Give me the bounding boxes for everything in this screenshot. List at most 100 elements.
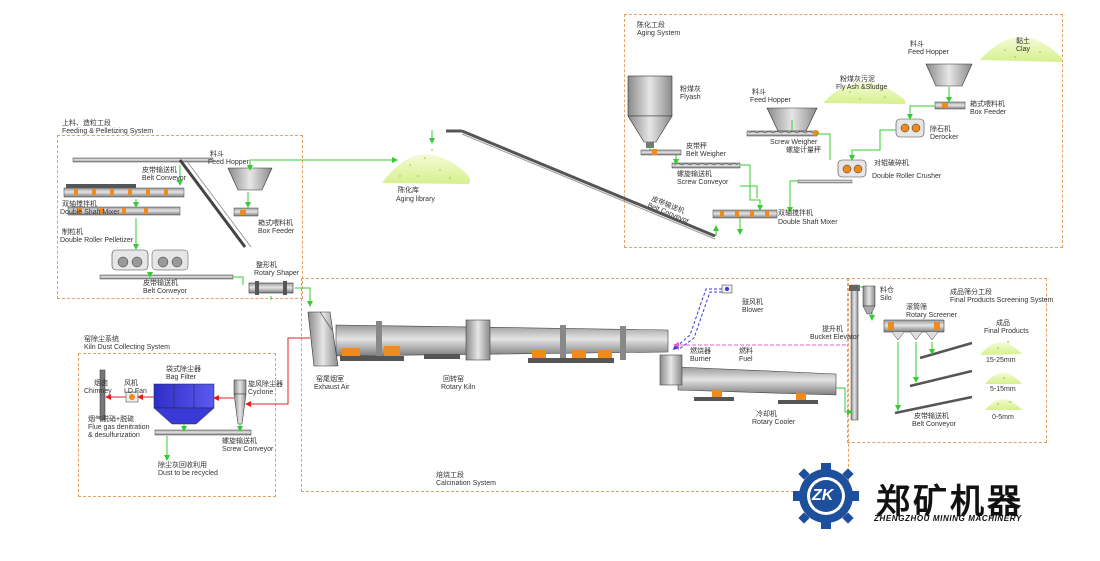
screw-weigher-shape (746, 130, 819, 137)
bag-filter-shape (153, 383, 215, 425)
double-roller-crusher-label-cn: 对辊破碎机 (874, 160, 909, 167)
size-15-25-label: 15-25mm (986, 357, 1016, 364)
kiln-inlet-shape (307, 311, 339, 367)
blower-label-en: Blower (742, 307, 764, 314)
screening-section-title-cn: 成品筛分工段 (950, 289, 992, 296)
feed-hopper-left-label-cn: 料斗 (210, 151, 224, 158)
flue-gas-label-en1: Flue gas denitration (88, 424, 150, 431)
dust-section-title-en: Kiln Dust Collecting System (84, 344, 170, 351)
bucket-elevator-label-en: Bucket Elevator (810, 334, 860, 341)
fuel-label-cn: 燃料 (739, 348, 753, 355)
box-feeder-left-label-cn: 箱式喂料机 (258, 220, 293, 227)
size-0-5-label: 0-5mm (992, 414, 1014, 421)
bag-filter-label-en: Bag Filter (166, 374, 196, 381)
double-shaft-mixer-left-label-cn: 双轴搅拌机 (62, 201, 97, 208)
feeding-section-title-cn: 上料、造粒工段 (62, 120, 111, 127)
fly-ash-sludge-pile (823, 81, 906, 104)
box-feeder-left-shape (233, 207, 259, 217)
rotary-kiln-shape (335, 319, 669, 363)
feed-hopper-mid-label-cn: 料斗 (752, 89, 766, 96)
company-name-cn: 郑矿机器 (876, 482, 1024, 522)
clay-pile (980, 36, 1063, 62)
screw-weigher-label-en: Screw Weigher (770, 139, 818, 146)
blower-label-cn: 鼓风机 (742, 299, 763, 306)
calcination-section-title-cn: 焙烧工段 (436, 472, 464, 479)
feed-hopper-right-label-en: Feed Hopper (908, 49, 949, 56)
belt-conveyor-bottom-left-label-cn: 皮带输送机 (143, 280, 178, 287)
double-roller-pelletizer-shape (111, 249, 189, 271)
derocker-label-cn: 除石机 (930, 126, 951, 133)
double-shaft-mixer-left-label-en: Double Shaft Mixer (60, 209, 120, 216)
belt-conveyor-crusher-shape (797, 179, 853, 184)
fuel-label-en: Fuel (739, 356, 753, 363)
id-fan-label-en: I.D.Fan (124, 388, 147, 395)
feeding-section-title-en: Feeding & Pelletizing System (62, 128, 154, 135)
screw-weigher-label-cn: 螺旋计量秤 (786, 147, 821, 154)
fly-ash-sludge-label-en: Fly Ash &Sludge (836, 84, 888, 91)
derocker-shape (895, 118, 925, 138)
screening-section-title-en: Final Products Screening System (950, 297, 1054, 304)
flue-gas-label-cn: 烟气脱硝+脱硫 (88, 416, 135, 423)
screw-conveyor-aging-label-cn: 螺旋输送机 (677, 171, 712, 178)
rotary-screener-label-cn: 滚筒筛 (906, 304, 927, 311)
derocker-label-en: Derocker (930, 134, 959, 141)
final-product-piles (980, 341, 1022, 410)
id-fan-label-cn: 风机 (124, 380, 138, 387)
cyclone-label-en: Cyclone (248, 389, 274, 396)
calcination-section-title-en: Calcination System (436, 480, 496, 487)
belt-conveyor-diagonal-shape (446, 129, 716, 240)
double-shaft-mixer-right-label-en: Double Shaft Mixer (778, 219, 838, 226)
rotary-screener-label-en: Rotary Screener (906, 312, 957, 319)
screw-conveyor-aging-label-en: Screw Conveyor (677, 179, 729, 186)
belt-conveyor-bottom-left-shape (99, 274, 234, 280)
rotary-cooler-shape (659, 354, 837, 404)
silo-shape (862, 285, 876, 315)
size-5-15-label: 5-15mm (990, 386, 1016, 393)
pelletizer-label-en: Double Roller Pelletizer (60, 237, 134, 244)
company-name-en: ZHENGZHOU MINING MACHINERY (874, 514, 1022, 523)
box-feeder-left-label-en: Box Feeder (258, 228, 295, 235)
screw-conveyor-dust-label-en: Screw Conveyor (222, 446, 274, 453)
burner-label-en: Burner (690, 356, 712, 363)
zk-logo-icon (793, 463, 859, 529)
chimney-label-cn: 烟囱 (94, 380, 108, 387)
rotary-kiln-label-en: Rotary Kiln (441, 384, 476, 391)
bucket-elevator-label-cn: 提升机 (822, 326, 843, 333)
clay-label-en: Clay (1016, 46, 1031, 53)
double-shaft-mixer-right-shape (712, 209, 778, 219)
box-feeder-right-label-cn: 箱式喂料机 (970, 101, 1005, 108)
rotary-screener-shape (883, 319, 945, 341)
feed-hopper-left-shape (227, 167, 273, 191)
aging-section-title-cn: 陈化工段 (637, 22, 665, 29)
belt-weigher-shape (640, 149, 682, 156)
flyash-label-cn: 粉煤灰 (680, 86, 701, 93)
feed-hopper-left-label-en: Feed Hopper (208, 159, 249, 166)
belt-weigher-label-cn: 皮带秤 (686, 143, 707, 150)
screw-conveyor-dust-shape (154, 429, 252, 436)
feed-hopper-mid-label-en: Feed Hopper (750, 97, 791, 104)
cyclone-label-cn: 旋风除尘器 (248, 381, 283, 388)
rotary-shaper-shape (248, 281, 294, 295)
dust-recycled-label-cn: 除尘灰回收利用 (158, 462, 207, 469)
cyclone-shape (233, 379, 247, 425)
calcination-section-border (301, 278, 849, 492)
rotary-cooler-label-en: Rotary Cooler (752, 419, 796, 426)
logo-mark: ZK (812, 487, 834, 504)
aging-section-border (624, 14, 1063, 248)
aging-library-pile (382, 149, 470, 184)
pelletizer-label-cn: 制粒机 (62, 229, 83, 236)
double-roller-crusher-shape (837, 159, 867, 178)
belt-conveyor-screen-label-cn: 皮带输送机 (914, 413, 949, 420)
feed-hopper-right-shape (925, 63, 973, 87)
rotary-cooler-label-cn: 冷却机 (756, 411, 777, 418)
exhaust-air-label-en: Exhaust Air (314, 384, 350, 391)
final-products-label-en: Final Products (984, 328, 1029, 335)
bucket-elevator-shape (849, 284, 860, 421)
box-feeder-right-label-en: Box Feeder (970, 109, 1007, 116)
clay-label-cn: 黏土 (1016, 38, 1030, 45)
silo-label-en: Silo (880, 295, 892, 302)
belt-conveyor-top-left-shape (72, 157, 214, 163)
feed-hopper-right-label-cn: 料斗 (910, 41, 924, 48)
dust-section-title-cn: 窑除尘系统 (84, 336, 119, 343)
